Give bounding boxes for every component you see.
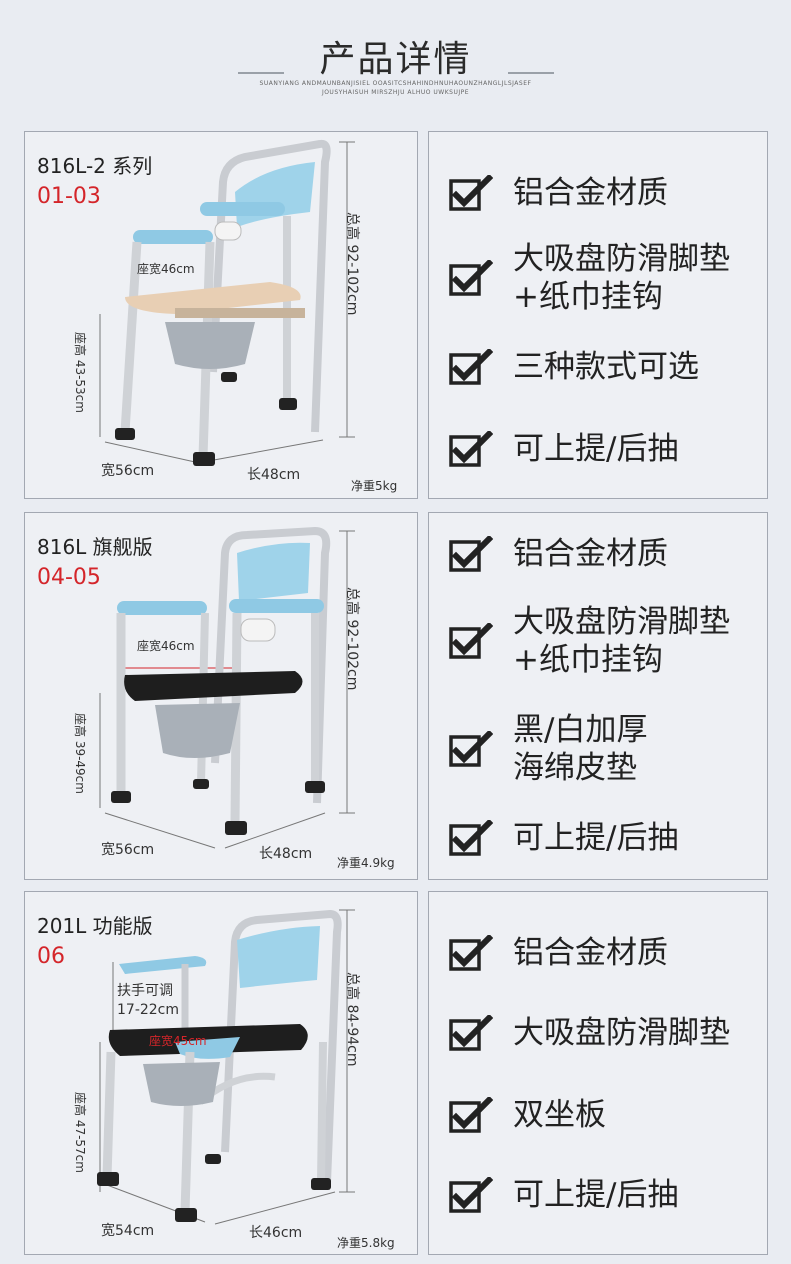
feature-text: 大吸盘防滑脚垫 bbox=[513, 241, 730, 277]
feature-item: 可上提/后抽 bbox=[449, 1176, 678, 1214]
feature-item: 铝合金材质 bbox=[449, 934, 668, 972]
feature-item: 双坐板 bbox=[449, 1096, 606, 1134]
product-name: 816L 旗舰版 bbox=[37, 535, 153, 559]
product-panel-1: 816L-2 系列 01-03 座宽46cm 总高 92-102cm 座高 4 bbox=[24, 131, 418, 499]
feature-text: 双坐板 bbox=[513, 1097, 606, 1133]
feature-text: 可上提/后抽 bbox=[513, 820, 679, 856]
feature-item: 三种款式可选 bbox=[449, 348, 699, 386]
chair-illustration bbox=[99, 526, 355, 849]
subtitle-line-1: SUANYIANG ANDMAUNBANJISIEL OOASITCSHAHIN… bbox=[259, 80, 532, 87]
feature-text: 铝合金材质 bbox=[513, 536, 668, 572]
check-icon bbox=[449, 820, 493, 856]
armrest-adjust-label: 扶手可调 bbox=[117, 983, 173, 999]
length-label: 长48cm bbox=[259, 846, 313, 862]
chair-illustration bbox=[99, 139, 355, 466]
feature-panel-3: 铝合金材质 大吸盘防滑脚垫 双坐板 可上提/后抽 bbox=[428, 891, 768, 1255]
feature-item: 可上提/后抽 bbox=[449, 819, 678, 857]
check-icon bbox=[449, 935, 493, 971]
feature-text: 可上提/后抽 bbox=[513, 431, 679, 467]
product-code: 01-03 bbox=[37, 184, 101, 209]
feature-panel-2: 铝合金材质 大吸盘防滑脚垫 +纸巾挂钩 黑/白加厚 海绵皮垫 可上提/后抽 bbox=[428, 512, 768, 880]
product-code: 06 bbox=[37, 944, 65, 969]
feature-text: 海绵皮垫 bbox=[513, 750, 637, 786]
page-header: 产品详情 SUANYIANG ANDMAUNBANJISIEL OOASITCS… bbox=[0, 0, 791, 120]
feature-item: 大吸盘防滑脚垫 bbox=[449, 1014, 730, 1052]
feature-text: 可上提/后抽 bbox=[513, 1177, 679, 1213]
feature-text: 铝合金材质 bbox=[513, 935, 668, 971]
product-panel-3: 201L 功能版 06 扶手可调 17-22cm 座宽45cm 总高 84 bbox=[24, 891, 418, 1255]
seat-width-label: 座宽45cm bbox=[149, 1034, 207, 1048]
feature-item: 铝合金材质 bbox=[449, 535, 668, 573]
seat-height-label: 座高 43-53cm bbox=[73, 332, 87, 413]
seat-width-label: 座宽46cm bbox=[137, 262, 195, 276]
feature-item: 大吸盘防滑脚垫 +纸巾挂钩 bbox=[449, 603, 730, 679]
width-label: 宽56cm bbox=[101, 842, 155, 858]
weight-label: 净重5kg bbox=[351, 479, 398, 493]
weight-label: 净重4.9kg bbox=[337, 856, 395, 870]
check-icon bbox=[449, 175, 493, 211]
armrest-range-label: 17-22cm bbox=[117, 1002, 180, 1018]
width-label: 宽54cm bbox=[101, 1223, 155, 1239]
seat-width-label: 座宽46cm bbox=[137, 639, 195, 653]
chair-illustration bbox=[97, 909, 355, 1225]
check-icon bbox=[449, 1177, 493, 1213]
weight-label: 净重5.8kg bbox=[337, 1236, 395, 1250]
total-height-label: 总高 92-102cm bbox=[344, 587, 360, 691]
check-icon bbox=[449, 1097, 493, 1133]
length-label: 长48cm bbox=[247, 467, 301, 483]
feature-text: +纸巾挂钩 bbox=[513, 279, 663, 315]
product-name: 201L 功能版 bbox=[37, 914, 153, 938]
product-panel-2: 816L 旗舰版 04-05 座宽46cm 总高 92-102cm 座高 39 bbox=[24, 512, 418, 880]
title-divider-right bbox=[508, 72, 554, 74]
feature-item: 可上提/后抽 bbox=[449, 430, 678, 468]
product-code: 04-05 bbox=[37, 565, 101, 590]
feature-text: 三种款式可选 bbox=[513, 349, 699, 385]
check-icon bbox=[449, 731, 493, 767]
feature-item: 铝合金材质 bbox=[449, 174, 668, 212]
check-icon bbox=[449, 1015, 493, 1051]
check-icon bbox=[449, 260, 493, 296]
total-height-label: 总高 92-102cm bbox=[344, 212, 360, 316]
feature-text: +纸巾挂钩 bbox=[513, 642, 663, 678]
feature-item: 黑/白加厚 海绵皮垫 bbox=[449, 711, 647, 787]
length-label: 长46cm bbox=[249, 1225, 303, 1241]
feature-item: 大吸盘防滑脚垫 +纸巾挂钩 bbox=[449, 240, 730, 316]
feature-text: 大吸盘防滑脚垫 bbox=[513, 604, 730, 640]
check-icon bbox=[449, 623, 493, 659]
feature-text: 铝合金材质 bbox=[513, 175, 668, 211]
seat-height-label: 座高 39-49cm bbox=[73, 713, 87, 794]
feature-text: 大吸盘防滑脚垫 bbox=[513, 1015, 730, 1051]
feature-panel-1: 铝合金材质 大吸盘防滑脚垫 +纸巾挂钩 三种款式可选 可上提/后抽 bbox=[428, 131, 768, 499]
check-icon bbox=[449, 536, 493, 572]
feature-text: 黑/白加厚 bbox=[513, 712, 648, 748]
check-icon bbox=[449, 431, 493, 467]
page-title: 产品详情 bbox=[319, 39, 472, 80]
title-divider-left bbox=[238, 72, 284, 74]
check-icon bbox=[449, 349, 493, 385]
seat-height-label: 座高 47-57cm bbox=[73, 1092, 87, 1173]
total-height-label: 总高 84-94cm bbox=[344, 972, 360, 1067]
subtitle-line-2: JOUSYHAISUH MIRSZHJU ALHUO UWKSUJPE bbox=[321, 89, 470, 96]
width-label: 宽56cm bbox=[101, 463, 155, 479]
product-name: 816L-2 系列 bbox=[37, 154, 153, 178]
